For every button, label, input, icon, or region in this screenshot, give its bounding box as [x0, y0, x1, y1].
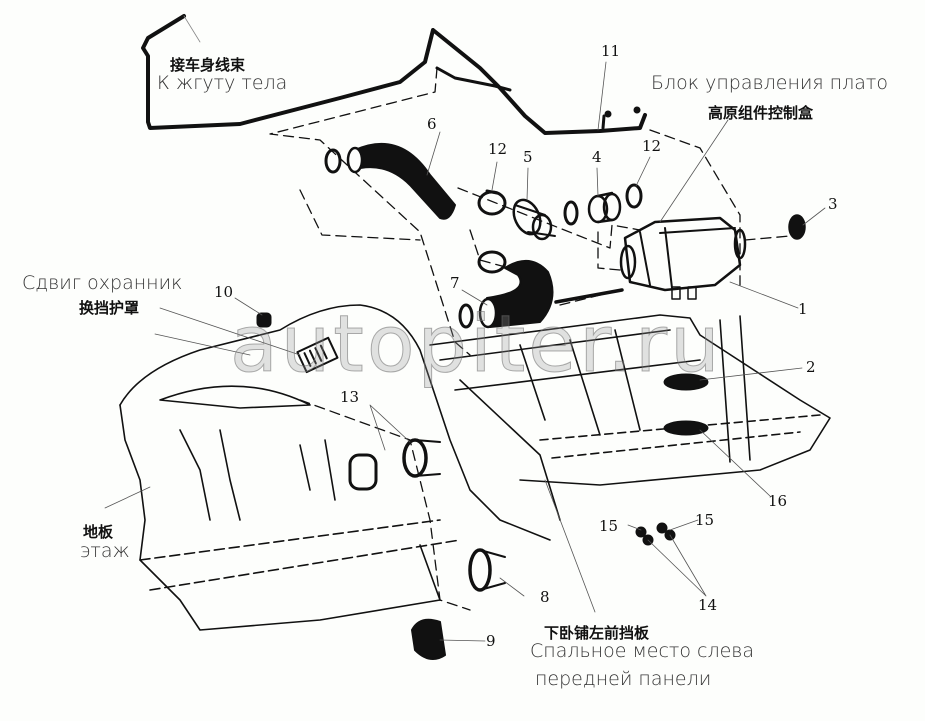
hose-7 — [486, 260, 554, 328]
label-control-box-ru: Блок управления плато — [651, 72, 888, 94]
callout-1: 1 — [798, 300, 808, 318]
label-berth-panel-ru-line1: Спальное место слева — [530, 640, 755, 662]
callout-10: 10 — [214, 283, 234, 301]
callout-8: 8 — [540, 588, 550, 606]
harness-branch — [435, 66, 512, 92]
end-cap — [788, 214, 806, 240]
wiring-harness — [141, 14, 647, 135]
hose-clamp — [625, 183, 643, 209]
cab-frame — [429, 314, 831, 521]
callout-5: 5 — [523, 148, 533, 166]
callout-9: 9 — [486, 632, 496, 650]
label-floor-cn: 地板 — [83, 523, 114, 541]
duct-flange — [468, 548, 492, 592]
label-harness-cn: 接车身线束 — [170, 56, 246, 74]
callout-2: 2 — [806, 358, 816, 376]
hose-clamp — [477, 190, 507, 216]
hose-clamp — [477, 250, 507, 274]
label-berth-panel-ru-line2: передней панели — [535, 668, 712, 690]
callout-14: 14 — [698, 596, 718, 614]
hose-clamp — [324, 148, 342, 174]
mount-plate — [663, 373, 709, 391]
floor-console — [119, 304, 551, 631]
callout-4: 4 — [592, 148, 602, 166]
harness-connector — [633, 106, 641, 114]
pipe-connector — [512, 198, 542, 236]
label-shift-guard-cn: 换挡护罩 — [79, 299, 140, 317]
callout-3: 3 — [828, 195, 838, 213]
label-shift-guard-ru: Сдвиг охранник — [22, 272, 183, 294]
grommet — [348, 453, 378, 491]
callout-15-left: 15 — [599, 517, 619, 535]
label-floor-ru: этаж — [80, 540, 130, 562]
label-harness-ru: К жгуту тела — [157, 72, 288, 94]
callout-6: 6 — [427, 115, 437, 133]
callout-13: 13 — [340, 388, 360, 406]
label-control-box-cn: 高原组件控制盒 — [708, 104, 814, 122]
hose-6 — [351, 142, 456, 220]
callout-11: 11 — [601, 42, 621, 60]
shift-guard-vent — [296, 336, 339, 374]
callout-7: 7 — [450, 274, 460, 292]
shift-knob — [256, 312, 272, 328]
callout-12-right: 12 — [642, 137, 662, 155]
duct-cap — [411, 618, 446, 660]
label-berth-panel-cn: 下卧铺左前挡板 — [544, 624, 650, 642]
callout-16: 16 — [768, 492, 788, 510]
control-unit — [619, 216, 747, 300]
fastener-nuts — [635, 522, 676, 546]
harness-connector — [604, 110, 612, 118]
callout-12-left: 12 — [488, 140, 508, 158]
o-ring — [563, 200, 579, 226]
callout-15-right: 15 — [695, 511, 715, 529]
mount-plate — [663, 420, 709, 436]
hose-clamp — [458, 303, 474, 329]
watermark: autopiter.ru — [230, 300, 723, 391]
